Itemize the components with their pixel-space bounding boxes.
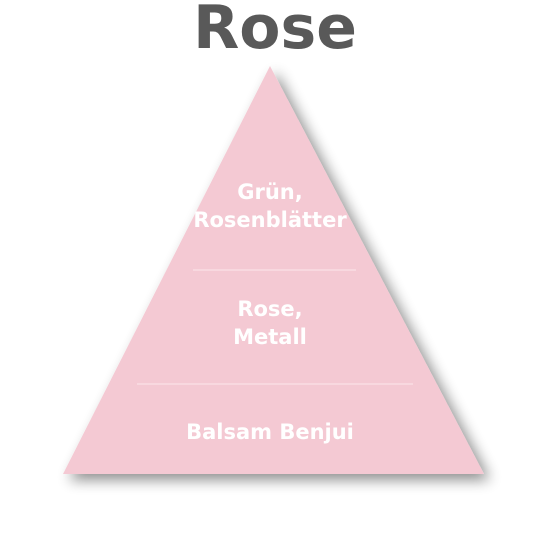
- page-title: Rose: [193, 0, 357, 63]
- tier-middle-label: Rose, Metall: [233, 297, 307, 349]
- tier-bottom-label: Balsam Benjui: [186, 420, 354, 444]
- tier-top-label: Grün, Rosenblätter: [193, 180, 347, 232]
